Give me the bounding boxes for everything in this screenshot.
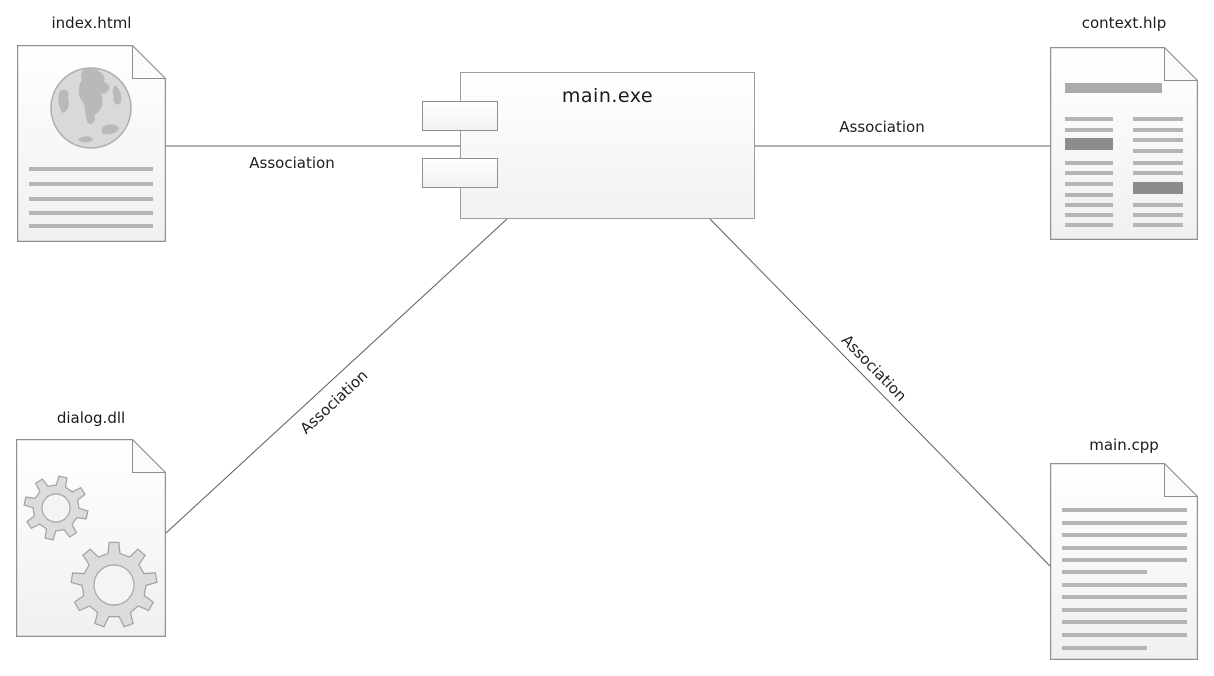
library-document-icon (16, 439, 166, 637)
document-text-lines (1062, 508, 1187, 650)
node-main-exe[interactable]: main.exe (460, 72, 755, 219)
edge-label-association-left: Association (249, 154, 335, 172)
help-document-icon (1050, 47, 1198, 240)
component-title-main-exe: main.exe (561, 85, 654, 107)
component-port-top[interactable] (422, 101, 498, 131)
source-document-icon (1050, 463, 1198, 660)
node-title-index-html: index.html (51, 14, 132, 32)
edge-label-association-right: Association (839, 118, 925, 136)
node-index-html[interactable] (17, 45, 166, 242)
node-main-cpp[interactable] (1050, 463, 1198, 660)
globe-icon (50, 67, 132, 149)
node-title-dialog-dll: dialog.dll (56, 409, 126, 427)
node-context-hlp[interactable] (1050, 47, 1198, 240)
node-title-context-hlp: context.hlp (1081, 14, 1167, 32)
document-text-lines (29, 167, 153, 228)
gear-large-icon (70, 541, 158, 628)
component-port-bottom[interactable] (422, 158, 498, 188)
node-title-main-cpp: main.cpp (1089, 436, 1159, 454)
node-dialog-dll[interactable] (16, 439, 166, 637)
web-document-icon (17, 45, 166, 242)
gear-small-icon (23, 475, 89, 541)
association-line-mainexe-dialogdll[interactable] (165, 218, 508, 534)
document-text-lines (1065, 83, 1183, 227)
association-line-mainexe-maincpp[interactable] (709, 218, 1051, 567)
